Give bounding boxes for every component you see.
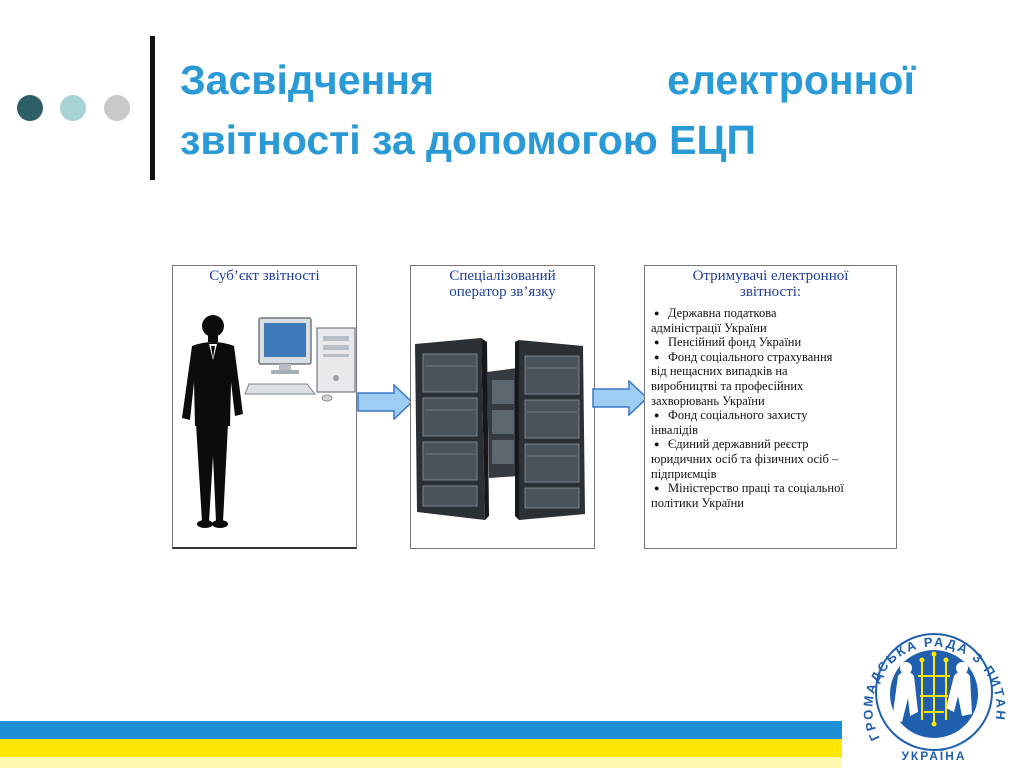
slide-title: Засвідчення електронної звітності за доп… [180, 50, 920, 170]
ict-council-logo: ГРОМАДСЬКА РАДА З ПИТАНЬ ІКТ УКРАЇНА [848, 604, 1007, 763]
bullet-icon: ● [654, 337, 660, 348]
bullet-icon: ● [654, 308, 660, 318]
reporting-subject-box: Суб’єкт звітності [172, 265, 357, 549]
bullet-icon: ● [654, 483, 660, 494]
server-rack-middle-icon [487, 368, 519, 478]
footer-stripe-light [0, 757, 842, 768]
report-recipients-title: Отримувачі електронної звітності: [692, 268, 849, 300]
list-item: ●Єдиний державний реєстр юридичних осіб … [651, 437, 839, 481]
bullet-icon: ● [654, 439, 660, 450]
list-item: ●Державна податкова адміністрації Україн… [651, 306, 777, 335]
person-silhouette-icon [182, 315, 243, 528]
recipients-list: ●Державна податкова адміністрації Україн… [645, 306, 896, 510]
reporting-subject-title: Суб’єкт звітності [209, 268, 320, 284]
report-recipients-box: Отримувачі електронної звітності: ●Держа… [644, 265, 897, 549]
list-item: ●Фонд соціального захисту інвалідів [651, 408, 808, 437]
footer-stripe-blue [0, 721, 842, 739]
list-item: ●Пенсійний фонд України [651, 335, 892, 350]
list-item: ●Фонд соціального страхування від нещасн… [651, 349, 833, 408]
bullet-icon: ● [654, 410, 660, 421]
bullet-icon: ● [654, 351, 660, 362]
communication-operator-box: Спеціалізований оператор зв’язку [410, 265, 595, 549]
decorative-dot-teal [60, 95, 86, 121]
communication-operator-title: Спеціалізований оператор зв’язку [449, 268, 556, 300]
decorative-dot-gray [104, 95, 130, 121]
title-divider-bar [150, 36, 155, 180]
title-word-2: електронної [667, 57, 915, 103]
logo-bottom-text: УКРАЇНА [901, 748, 966, 763]
server-rack-left-icon [415, 338, 489, 520]
title-line-2: звітності за допомогою ЕЦП [180, 117, 756, 163]
decorative-dot-dark [17, 95, 43, 121]
footer-stripe-yellow [0, 739, 842, 759]
businessman-at-computer-illustration [182, 315, 356, 528]
keyboard-icon [244, 383, 317, 395]
server-rack-right-icon [515, 340, 585, 520]
list-item: ●Міністерство праці та соціальної політи… [651, 481, 844, 510]
server-racks-illustration [415, 338, 585, 520]
flow-arrow-1 [357, 384, 413, 420]
flow-arrow-2 [592, 380, 648, 416]
title-word-1: Засвідчення [180, 57, 434, 103]
